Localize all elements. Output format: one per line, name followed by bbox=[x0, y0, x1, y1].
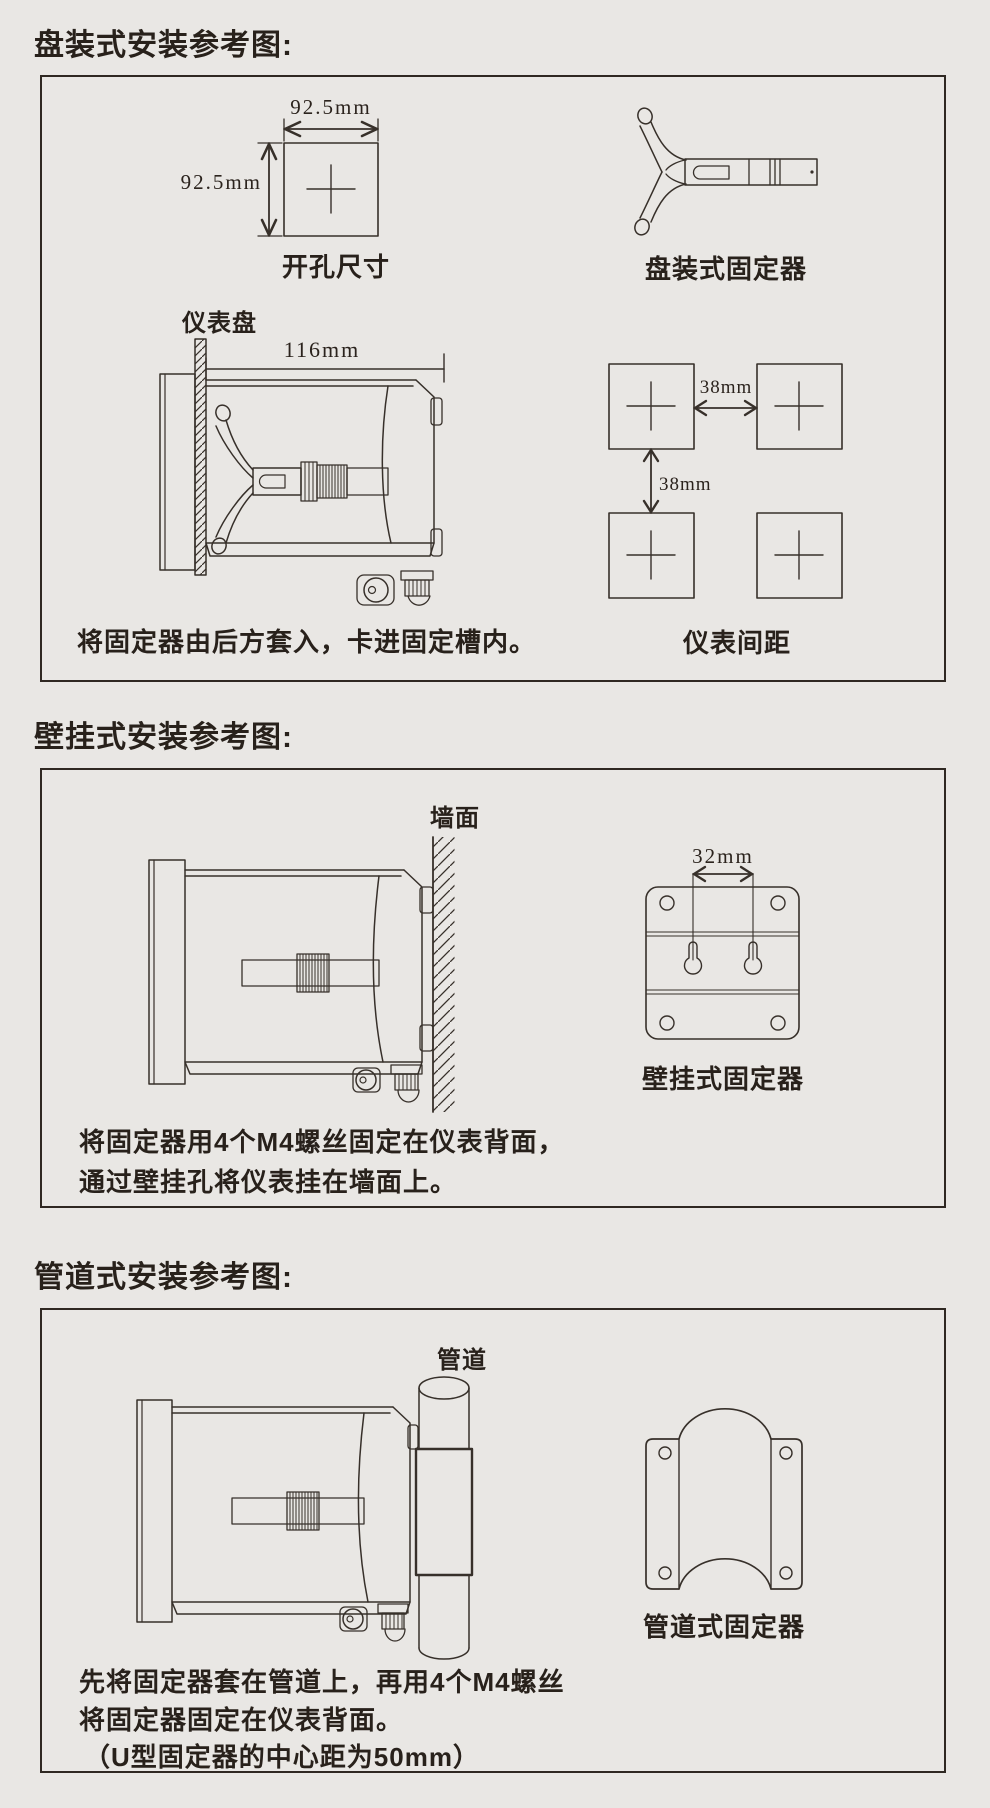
wall-mount-figure-frame: 墙面 32mm 壁挂式固定器 将固定器用4个M4螺丝固定在仪表背面， 通过壁挂孔… bbox=[40, 768, 946, 1208]
wall-caption-line1: 将固定器用4个M4螺丝固定在仪表背面， bbox=[79, 1127, 565, 1157]
pipe-label: 管道 bbox=[437, 1347, 487, 1374]
cutout-width-dim: 92.5mm bbox=[290, 95, 372, 119]
panel-fixer-label: 盘装式固定器 bbox=[644, 254, 807, 284]
pipe-caption-line2: 将固定器固定在仪表背面。 bbox=[79, 1705, 404, 1735]
cutout-diagram bbox=[257, 118, 379, 237]
spacing-label: 仪表间距 bbox=[682, 628, 791, 658]
section-title-pipe-mount: 管道式安装参考图: bbox=[34, 1261, 293, 1294]
panel-label: 仪表盘 bbox=[182, 310, 257, 337]
cutout-label: 开孔尺寸 bbox=[281, 252, 390, 282]
cutout-height-dim: 92.5mm bbox=[180, 170, 262, 194]
gap-horizontal-dim: 38mm bbox=[699, 377, 753, 398]
panel-fixer-drawing bbox=[634, 107, 818, 236]
pipe-fixer-label: 管道式固定器 bbox=[642, 1612, 805, 1642]
gap-vertical-dim: 38mm bbox=[659, 474, 712, 495]
section-title-panel-mount: 盘装式安装参考图: bbox=[34, 29, 293, 62]
wall-fixer-drawing bbox=[645, 865, 800, 1040]
wall-fixer-label: 壁挂式固定器 bbox=[641, 1064, 804, 1094]
panel-mount-line-art bbox=[159, 107, 843, 606]
wall-caption-line2: 通过壁挂孔将仪表挂在墙面上。 bbox=[79, 1167, 458, 1197]
instrument-spacing-diagram bbox=[608, 363, 843, 599]
panel-caption: 将固定器由后方套入，卡进固定槽内。 bbox=[77, 627, 537, 657]
pipe-caption-line3: （U型固定器的中心距为50mm） bbox=[84, 1742, 480, 1772]
wall-mount-line-art bbox=[148, 836, 800, 1113]
pipe-mounted-instrument-drawing bbox=[136, 1399, 419, 1642]
hole-gap-dim: 32mm bbox=[692, 844, 754, 868]
panel-mount-figure-frame: 92.5mm 92.5mm 开孔尺寸 盘装式固定器 仪表盘 116mm 38mm… bbox=[40, 75, 946, 682]
pipe-mount-line-art bbox=[136, 1376, 803, 1660]
pipe-fixer-drawing bbox=[645, 1408, 803, 1590]
panel-mounted-instrument-drawing bbox=[159, 338, 445, 606]
section-title-wall-mount: 壁挂式安装参考图: bbox=[34, 721, 293, 754]
pipe-caption-line1: 先将固定器套在管道上，再用4个M4螺丝 bbox=[79, 1667, 565, 1697]
pipe-drawing bbox=[414, 1376, 474, 1660]
pipe-mount-figure-frame: 管道 管道式固定器 先将固定器套在管道上，再用4个M4螺丝 将固定器固定在仪表背… bbox=[40, 1308, 946, 1773]
depth-dim: 116mm bbox=[283, 337, 361, 362]
wall-mounted-instrument-drawing bbox=[148, 859, 434, 1103]
wall-label: 墙面 bbox=[430, 805, 480, 832]
wall-drawing bbox=[432, 836, 455, 1113]
